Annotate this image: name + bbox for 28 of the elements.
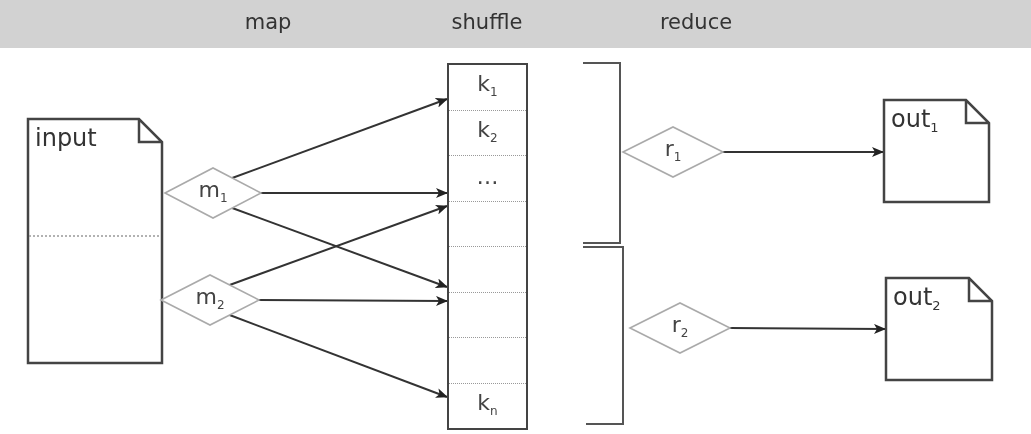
stage-label: map xyxy=(244,10,292,34)
arrow xyxy=(231,98,448,179)
decision-diamond xyxy=(161,275,259,325)
document-label: input xyxy=(35,126,97,150)
key-label: k$_{1}$ xyxy=(477,73,498,99)
document-label: out$_{1}$ xyxy=(891,107,939,134)
stage-label: shuffle xyxy=(451,10,523,34)
stage-label: reduce xyxy=(659,10,733,34)
arrow xyxy=(228,314,448,398)
document-shape xyxy=(27,118,163,364)
key-label: … xyxy=(476,166,499,189)
task-label: m$_{2}$ xyxy=(195,286,225,312)
decision-diamond xyxy=(165,168,261,218)
task-label: r$_{2}$ xyxy=(671,314,689,340)
task-label: m$_{1}$ xyxy=(198,179,228,205)
key-label: k$_{n}$ xyxy=(477,392,498,417)
key-label: k$_{2}$ xyxy=(477,119,498,144)
document-label: out$_{2}$ xyxy=(893,285,941,312)
decision-diamond xyxy=(623,127,723,177)
arrow xyxy=(260,188,448,198)
document-shape xyxy=(885,277,993,381)
arrow xyxy=(258,295,448,306)
document-shape xyxy=(883,99,990,203)
task-label: r$_{1}$ xyxy=(664,138,682,164)
arrow xyxy=(729,323,886,334)
arrow xyxy=(722,147,884,157)
decision-diamond xyxy=(630,303,730,353)
shuffle-column xyxy=(447,63,528,430)
